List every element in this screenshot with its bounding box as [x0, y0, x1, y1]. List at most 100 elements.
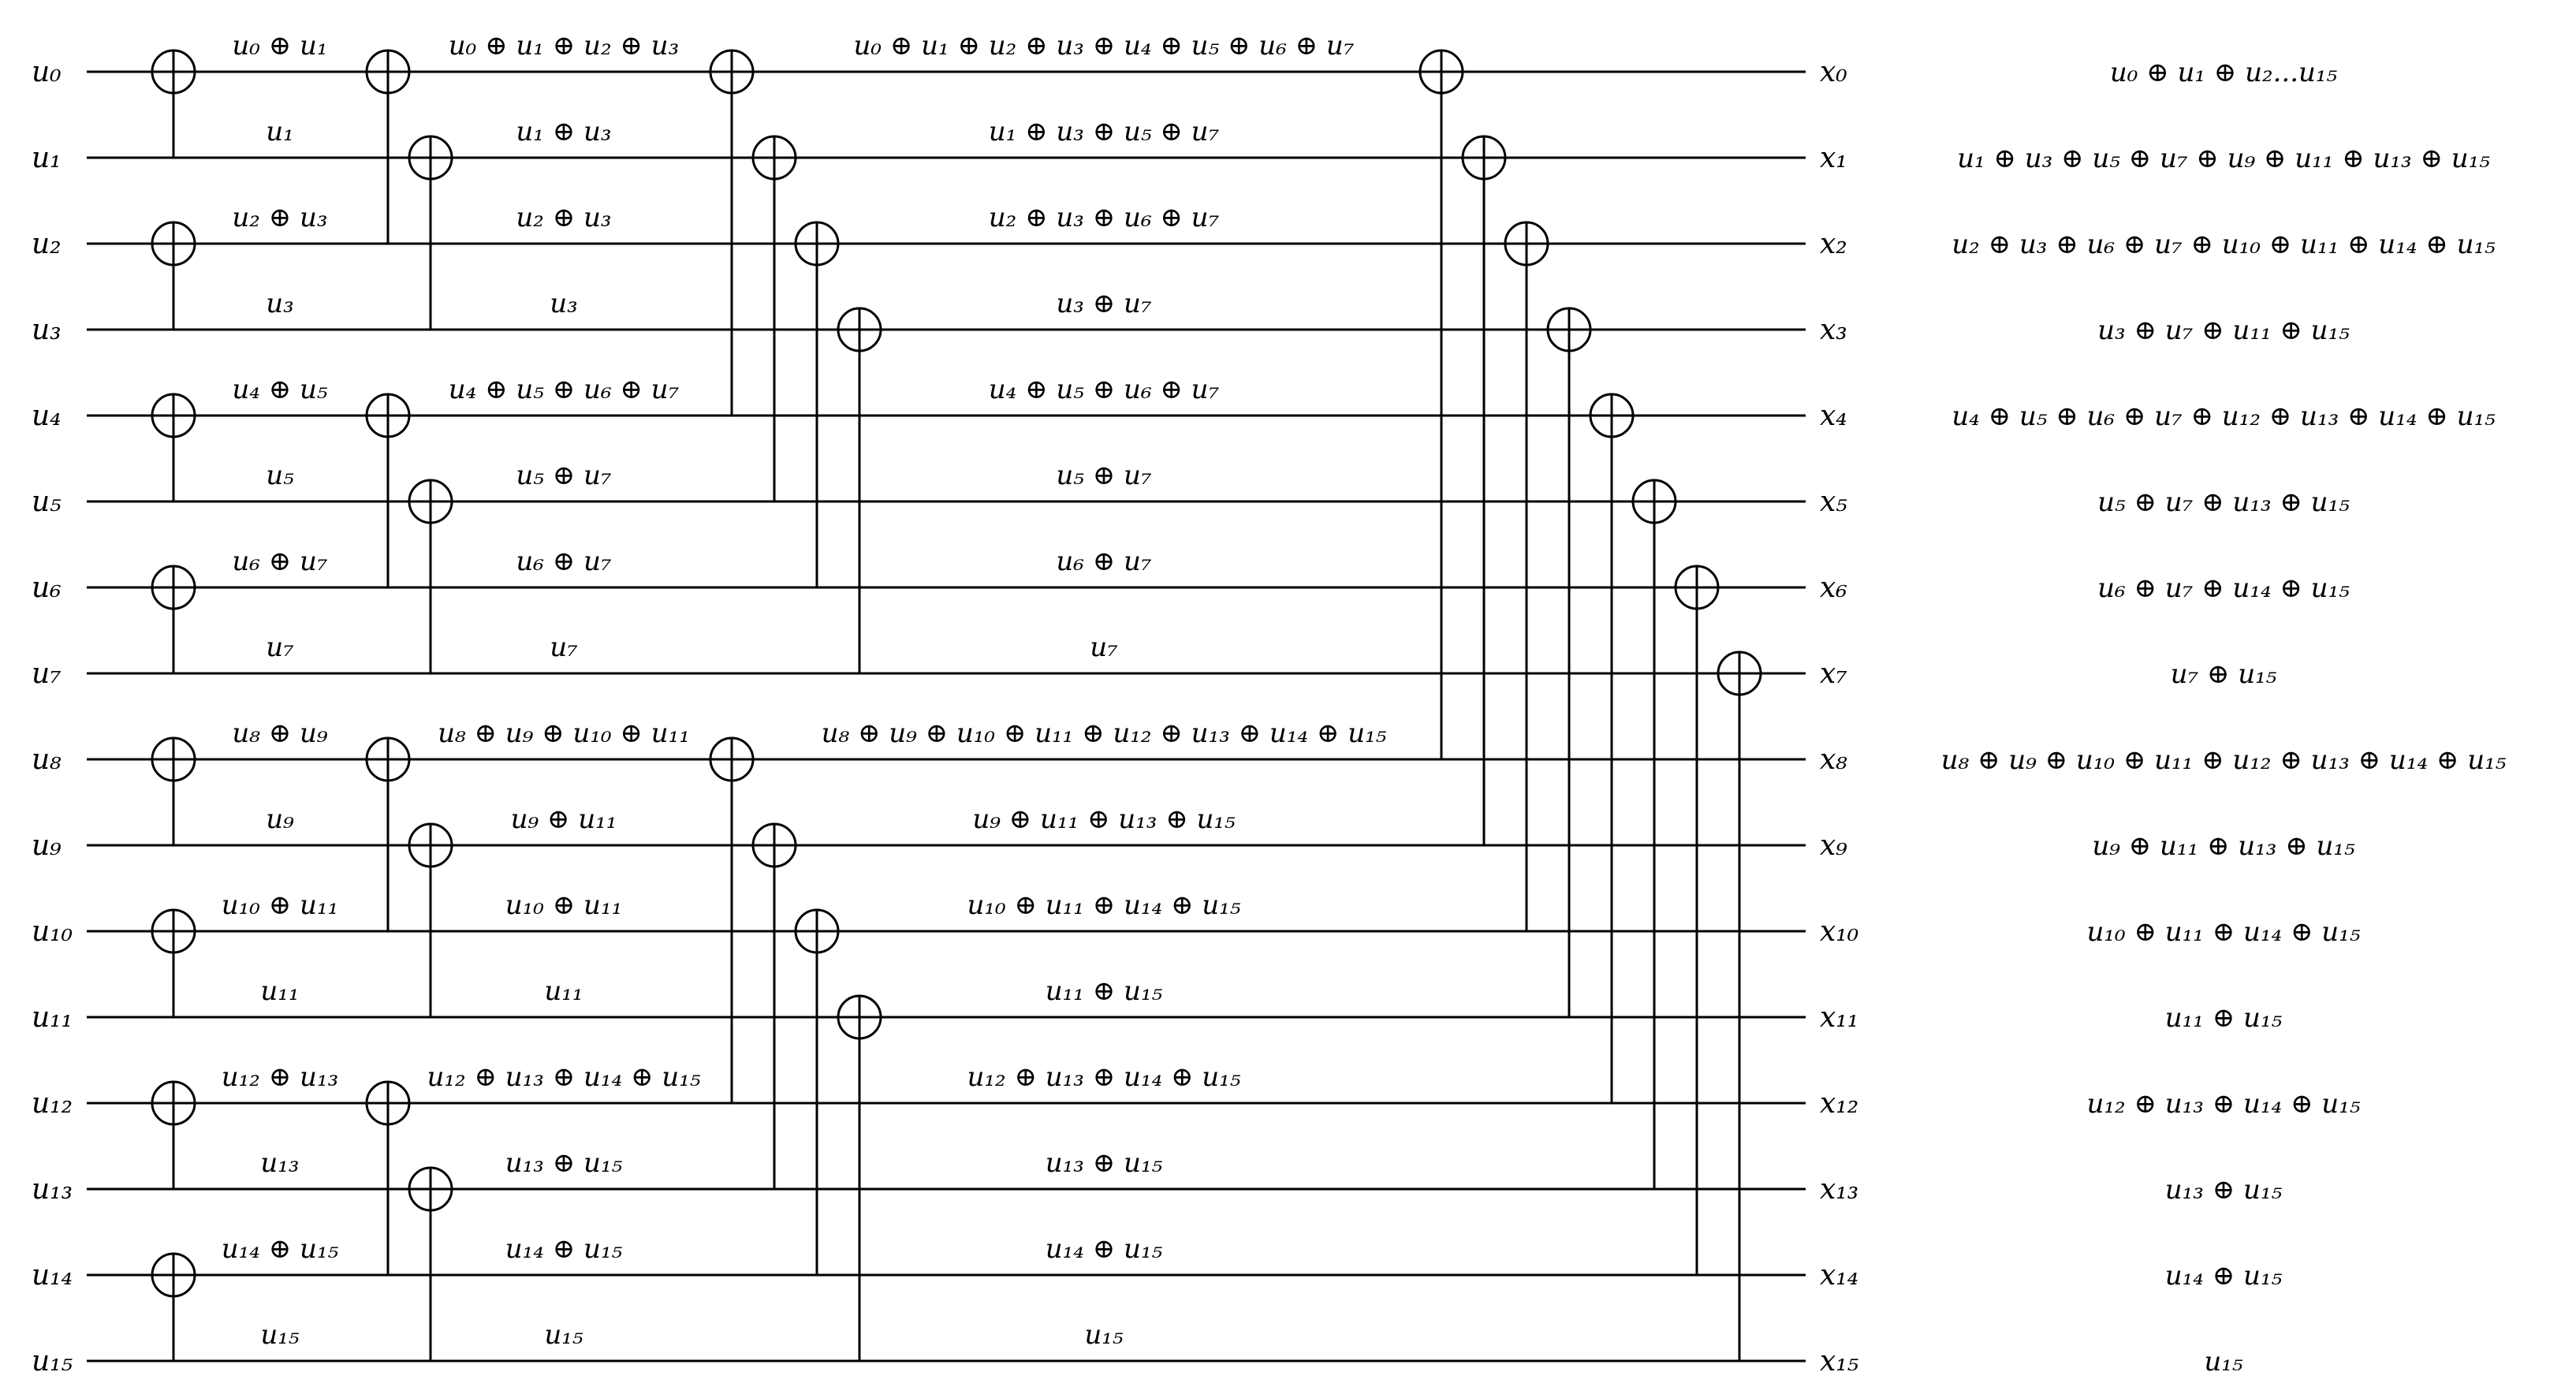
stage3-label-11: u₁₁ ⊕ u₁₅: [1046, 975, 1163, 1007]
xor-gate-icon: [365, 1080, 411, 1277]
result-label-1: u₁ ⊕ u₃ ⊕ u₅ ⊕ u₇ ⊕ u₉ ⊕ u₁₁ ⊕ u₁₃ ⊕ u₁₅: [1957, 143, 2490, 174]
input-label-13: u₁₃: [32, 1173, 73, 1206]
xor-gate-icon: [408, 479, 453, 675]
output-label-4: x₄: [1820, 400, 1847, 432]
stage1-label-6: u₆ ⊕ u₇: [232, 546, 328, 577]
stage2-label-8: u₈ ⊕ u₉ ⊕ u₁₀ ⊕ u₁₁: [438, 718, 690, 749]
output-label-5: x₅: [1820, 486, 1847, 518]
input-label-2: u₂: [32, 228, 62, 260]
output-label-15: x₁₅: [1820, 1345, 1858, 1377]
stage2-label-5: u₅ ⊕ u₇: [516, 460, 612, 491]
result-label-12: u₁₂ ⊕ u₁₃ ⊕ u₁₄ ⊕ u₁₅: [2087, 1088, 2361, 1120]
stage3-label-6: u₆ ⊕ u₇: [1056, 546, 1152, 577]
result-label-7: u₇ ⊕ u₁₅: [2171, 658, 2277, 690]
xor-gate-icon: [365, 393, 411, 589]
input-label-11: u₁₁: [32, 1001, 73, 1034]
output-label-12: x₁₂: [1820, 1087, 1858, 1120]
input-label-6: u₆: [32, 572, 62, 604]
xor-gate-icon: [1461, 135, 1507, 847]
result-label-13: u₁₃ ⊕ u₁₅: [2165, 1174, 2283, 1206]
stage3-label-4: u₄ ⊕ u₅ ⊕ u₆ ⊕ u₇: [989, 374, 1220, 405]
xor-gate-icon: [151, 908, 196, 1019]
output-label-8: x₈: [1820, 744, 1847, 776]
result-label-6: u₆ ⊕ u₇ ⊕ u₁₄ ⊕ u₁₅: [2097, 572, 2350, 604]
xor-gate-icon: [408, 822, 453, 1019]
output-label-0: x₀: [1820, 56, 1847, 88]
stage2-label-10: u₁₀ ⊕ u₁₁: [505, 889, 622, 921]
output-label-1: x₁: [1820, 142, 1847, 174]
input-label-14: u₁₄: [32, 1259, 73, 1292]
output-label-10: x₁₀: [1820, 915, 1858, 948]
stage1-label-11: u₁₁: [260, 975, 299, 1007]
input-label-7: u₇: [32, 658, 62, 690]
stage1-label-2: u₂ ⊕ u₃: [232, 202, 327, 233]
xor-gate-icon: [837, 307, 882, 675]
xor-gate-icon: [1717, 651, 1762, 1363]
output-label-13: x₁₃: [1820, 1173, 1858, 1206]
xor-gate-icon: [151, 49, 196, 159]
stage3-label-1: u₁ ⊕ u₃ ⊕ u₅ ⊕ u₇: [989, 116, 1220, 147]
xor-gate-icon: [151, 1080, 196, 1191]
wires: [87, 70, 1806, 1363]
result-label-3: u₃ ⊕ u₇ ⊕ u₁₁ ⊕ u₁₅: [2097, 315, 2350, 346]
stage1-label-15: u₁₅: [260, 1319, 300, 1351]
output-label-7: x₇: [1820, 658, 1847, 690]
stage3-label-8: u₈ ⊕ u₉ ⊕ u₁₀ ⊕ u₁₁ ⊕ u₁₂ ⊕ u₁₃ ⊕ u₁₄ ⊕ …: [822, 718, 1387, 749]
stage3-label-5: u₅ ⊕ u₇: [1056, 460, 1152, 491]
xor-gate-icon: [709, 736, 755, 1105]
stage3-label-7: u₇: [1090, 632, 1118, 663]
stage1-label-3: u₃: [266, 288, 294, 319]
stage1-label-13: u₁₃: [260, 1147, 299, 1179]
input-label-15: u₁₅: [32, 1345, 73, 1377]
result-label-4: u₄ ⊕ u₅ ⊕ u₆ ⊕ u₇ ⊕ u₁₂ ⊕ u₁₃ ⊕ u₁₄ ⊕ u₁…: [1952, 401, 2496, 432]
stage1-label-5: u₅: [266, 460, 294, 491]
stage3-label-13: u₁₃ ⊕ u₁₅: [1046, 1147, 1163, 1179]
stage3-label-2: u₂ ⊕ u₃ ⊕ u₆ ⊕ u₇: [989, 202, 1220, 233]
xor-gate-icon: [1546, 307, 1592, 1019]
xor-gate-icon: [151, 393, 196, 503]
xor-gate-icon: [365, 49, 411, 245]
stage2-label-15: u₁₅: [544, 1319, 583, 1351]
output-label-11: x₁₁: [1820, 1001, 1858, 1034]
stage2-label-3: u₃: [550, 288, 578, 319]
input-label-0: u₀: [32, 56, 62, 88]
stage2-label-1: u₁ ⊕ u₃: [516, 116, 611, 147]
output-label-14: x₁₄: [1820, 1259, 1858, 1292]
stage3-label-14: u₁₄ ⊕ u₁₅: [1046, 1233, 1163, 1265]
stage1-label-12: u₁₂ ⊕ u₁₃: [222, 1061, 338, 1093]
xor-gate-icon: [794, 908, 840, 1277]
stage2-label-14: u₁₄ ⊕ u₁₅: [505, 1233, 623, 1265]
result-label-0: u₀ ⊕ u₁ ⊕ u₂...u₁₅: [2110, 57, 2338, 88]
xor-gate-icon: [837, 994, 882, 1363]
stage2-label-12: u₁₂ ⊕ u₁₃ ⊕ u₁₄ ⊕ u₁₅: [427, 1061, 701, 1093]
stage2-label-2: u₂ ⊕ u₃: [516, 202, 611, 233]
stage2-label-4: u₄ ⊕ u₅ ⊕ u₆ ⊕ u₇: [449, 374, 680, 405]
xor-gate-icon: [1674, 565, 1720, 1277]
stage1-label-9: u₉: [266, 803, 294, 835]
stage2-label-11: u₁₁: [544, 975, 583, 1007]
input-label-10: u₁₀: [32, 915, 73, 948]
xor-gates: [151, 49, 1762, 1363]
result-label-5: u₅ ⊕ u₇ ⊕ u₁₃ ⊕ u₁₅: [2097, 487, 2350, 518]
xor-gate-icon: [1631, 479, 1677, 1191]
stage2-label-9: u₉ ⊕ u₁₁: [511, 803, 617, 835]
xor-gate-icon: [709, 49, 755, 417]
input-label-5: u₅: [32, 486, 62, 518]
input-label-9: u₉: [32, 829, 62, 862]
input-label-4: u₄: [32, 400, 62, 432]
stage1-label-7: u₇: [266, 632, 294, 663]
input-label-8: u₈: [32, 744, 62, 776]
stage1-label-14: u₁₄ ⊕ u₁₅: [222, 1233, 339, 1265]
stage1-label-4: u₄ ⊕ u₅: [232, 374, 328, 405]
xor-gate-icon: [1504, 221, 1549, 933]
xor-gate-icon: [151, 221, 196, 331]
stage3-label-0: u₀ ⊕ u₁ ⊕ u₂ ⊕ u₃ ⊕ u₄ ⊕ u₅ ⊕ u₆ ⊕ u₇: [854, 30, 1355, 62]
control-lines: [172, 93, 1741, 1361]
xor-gate-icon: [151, 736, 196, 847]
stage3-label-3: u₃ ⊕ u₇: [1056, 288, 1152, 319]
stage3-label-9: u₉ ⊕ u₁₁ ⊕ u₁₃ ⊕ u₁₅: [972, 803, 1236, 835]
input-label-12: u₁₂: [32, 1087, 73, 1120]
xor-gate-icon: [408, 135, 453, 331]
